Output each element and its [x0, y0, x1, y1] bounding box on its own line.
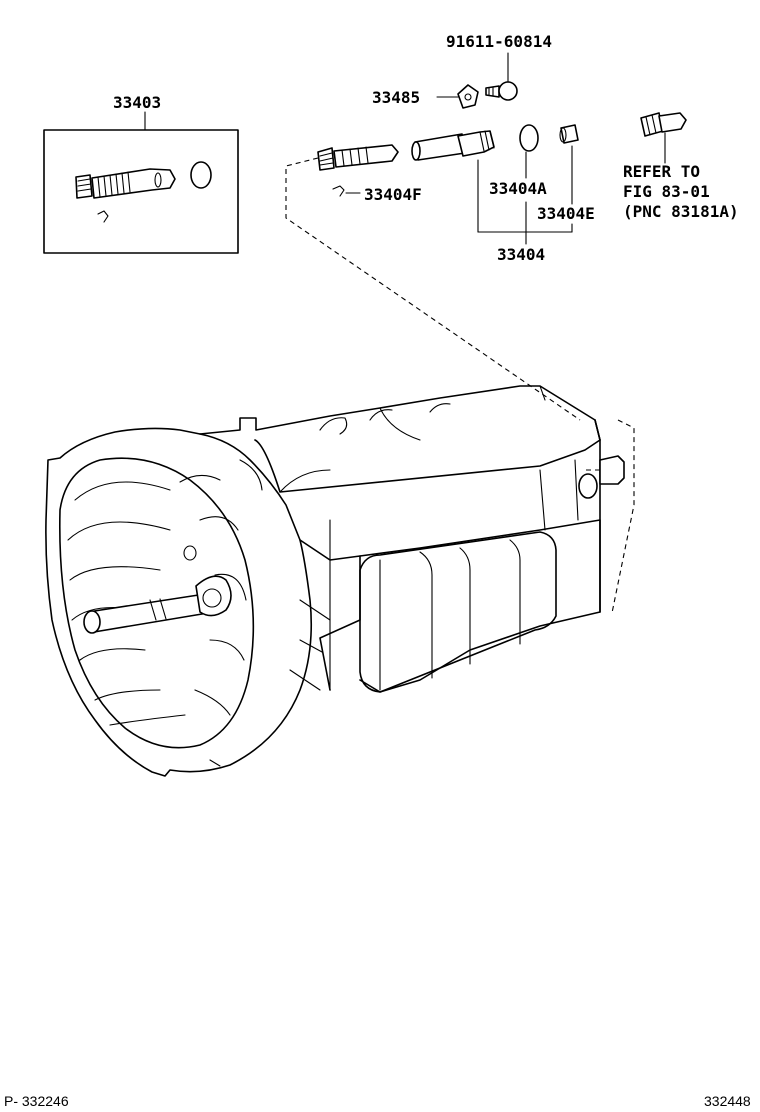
plate-33485: [436, 84, 479, 109]
label-33404F: 33404F: [364, 185, 422, 204]
label-33485: 33485: [372, 88, 420, 107]
assembly-box-33403: [43, 111, 239, 254]
refer-line-1: REFER TO: [623, 162, 700, 181]
label-33404E: 33404E: [537, 204, 595, 223]
label-91611-60814: 91611-60814: [446, 32, 552, 51]
refer-line-2: FIG 83-01: [623, 182, 710, 201]
driven-gear-33404F: [317, 144, 399, 197]
footer-right-code: 332448: [704, 1093, 751, 1109]
footer-left-code: P- 332246: [4, 1093, 69, 1109]
sensor-ref-83181A: [640, 112, 687, 164]
bolt-91611-60814: [485, 52, 518, 101]
label-33404: 33404: [497, 245, 545, 264]
sleeve-33404: [411, 124, 579, 245]
label-33403: 33403: [113, 93, 161, 112]
transmission-housing: [45, 385, 625, 777]
label-33404A: 33404A: [489, 179, 547, 198]
refer-line-3: (PNC 83181A): [623, 202, 739, 221]
